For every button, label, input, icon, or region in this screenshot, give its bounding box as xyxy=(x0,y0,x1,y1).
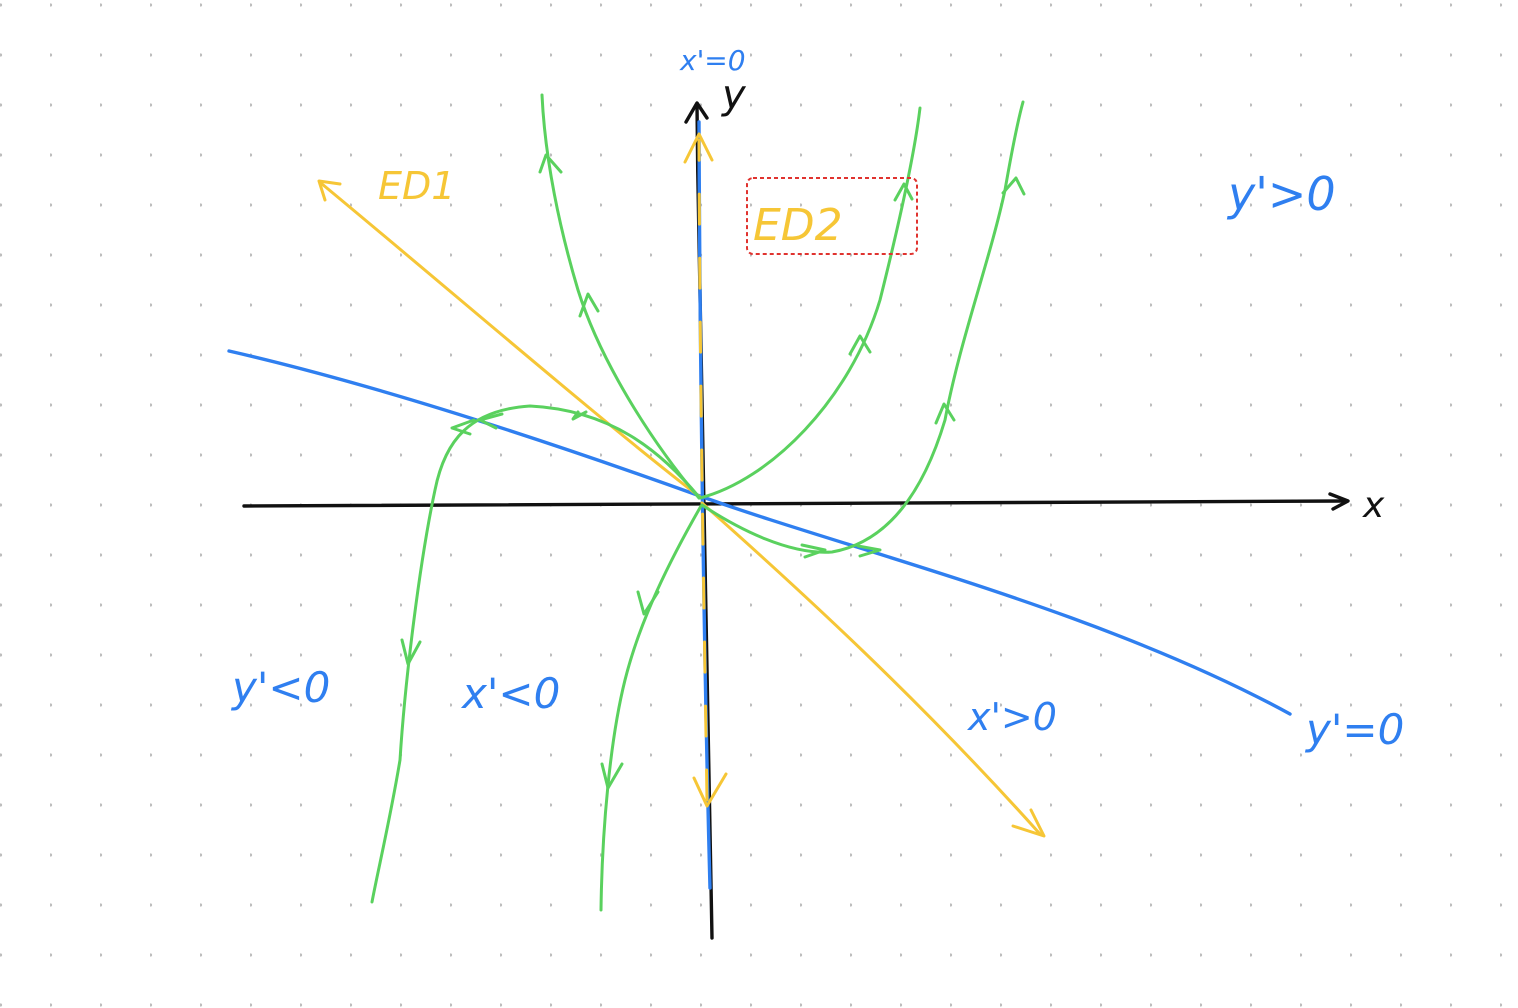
region-y-pos-label: y'>0 xyxy=(1226,167,1336,221)
x-axis-label: x xyxy=(1362,485,1385,526)
region-x-pos-label: x'>0 xyxy=(967,695,1057,739)
trajectory-lower-left-outer xyxy=(370,404,701,904)
trajectory-arrowhead xyxy=(800,543,827,559)
trajectory-arrowhead xyxy=(400,638,422,666)
trajectory-arrowhead xyxy=(600,762,624,790)
trajectory-arrowhead xyxy=(538,153,563,174)
y-nullcline-line xyxy=(227,349,1292,716)
ed2-arrowhead-upper xyxy=(683,132,714,164)
trajectory-arrowhead xyxy=(934,402,956,425)
trajectory-arrowhead xyxy=(478,412,504,430)
region-x-neg-label: x'<0 xyxy=(460,669,560,718)
trajectory-arrowhead xyxy=(636,590,660,616)
ed1-label: ED1 xyxy=(378,164,455,208)
ed1-line-lower xyxy=(700,501,1042,836)
ed1-arrowhead-upper xyxy=(317,179,342,202)
trajectories xyxy=(370,93,1026,912)
trajectory-arrowhead xyxy=(856,544,882,558)
ed2-highlight-box xyxy=(746,177,918,255)
ed2-arrowhead-lower xyxy=(692,772,728,808)
x-nullcline-label: x'=0 xyxy=(679,44,746,77)
y-nullcline-label: y'=0 xyxy=(1304,705,1404,754)
trajectory-upper-right-outer xyxy=(700,100,1025,554)
ed1-line-upper xyxy=(320,182,702,499)
ed2-line xyxy=(697,138,709,802)
trajectory-upper-right-inner xyxy=(698,106,922,500)
trajectory-arrowhead xyxy=(848,334,872,356)
x-axis-arrowhead xyxy=(1328,492,1350,511)
trajectory-arrowhead xyxy=(1001,176,1026,196)
y-axis-arrowhead xyxy=(684,101,709,124)
ed2-label: ED2 xyxy=(753,200,843,251)
trajectory-arrowhead xyxy=(893,182,914,202)
trajectory-lower-left-inner xyxy=(599,504,703,912)
y-axis-label: y xyxy=(721,72,747,118)
trajectory-arrowhead xyxy=(450,418,476,436)
region-y-neg-label: y'<0 xyxy=(230,663,330,712)
trajectory-arrowhead xyxy=(571,410,588,421)
ed1-arrowhead-lower xyxy=(1011,808,1046,838)
trajectory-arrowhead xyxy=(578,292,600,318)
